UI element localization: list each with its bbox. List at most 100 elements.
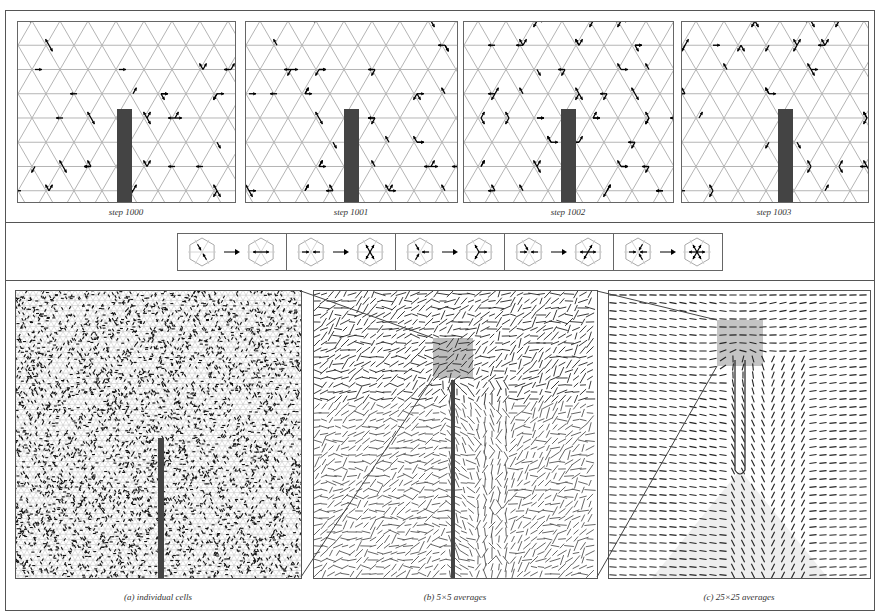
particle-mark [276,364,279,365]
particle-mark [179,366,181,369]
particle-mark [57,382,59,385]
arrow-head [562,249,567,255]
particle-mark [133,490,136,491]
particle-mark [121,562,124,563]
particle-arrow [537,166,541,172]
particle-mark [241,459,243,462]
particle-mark [52,426,55,427]
arrow-head [541,116,544,119]
lattice-line [625,22,673,202]
arrow-head [617,160,620,163]
particle-arrow [32,166,36,172]
particle-mark [88,487,90,490]
arrow-head [639,44,642,47]
particle-arrow [147,112,151,118]
arrow-head [608,185,611,188]
lattice-line [696,22,801,202]
arrow-head [452,165,455,168]
particle-mark [138,489,141,490]
particle-mark [77,532,79,535]
particle-mark [168,424,170,427]
arrow-head [253,250,256,253]
arrow-head [804,22,807,23]
lattice-line [682,22,724,202]
arrow-head [28,22,31,23]
particle-mark [92,306,94,309]
particle-mark [197,419,200,420]
arrow-head [488,92,491,95]
lattice-line [287,291,301,578]
particle-arrow [249,191,253,197]
lattice-line [581,240,595,264]
particle-arrow [621,166,628,167]
particle-mark [188,420,190,423]
particle-mark [286,525,288,528]
particle-arrow [628,142,635,143]
lattice-line [363,240,377,264]
arrow-head [519,39,522,42]
particle-mark [216,455,218,458]
arrow-head [371,245,374,248]
arrow-head [516,44,519,47]
particle-mark [266,403,268,406]
arrow-head [475,245,478,248]
lattice-line [18,22,32,202]
lattice-line [41,291,207,578]
particle-mark [22,570,25,571]
particle-mark [70,572,72,575]
particle-mark [114,493,116,496]
arrow-head [371,121,374,124]
particle-mark [139,486,142,487]
particle-mark [208,392,210,395]
particle-mark [49,528,51,531]
particle-mark [277,544,279,547]
particle-mark [120,400,122,403]
particle-mark [176,310,178,313]
particle-mark [99,503,101,506]
particle-mark [206,367,208,370]
particle-mark [89,512,91,515]
arrow-head [765,145,768,148]
lattice-line [363,240,377,264]
particle-mark [257,545,259,548]
arrow-head [645,63,648,66]
particle-mark [78,390,80,393]
particle-mark [114,549,116,552]
particle-arrow [326,190,333,191]
arrow-head [441,88,444,91]
particle-mark [133,476,135,479]
particle-mark [262,465,264,468]
figure-shape [682,22,868,202]
particle-mark [50,386,52,389]
particle-mark [72,296,75,297]
particle-mark [202,471,204,474]
particle-mark [247,534,250,535]
particle-arrow [442,88,446,94]
arrow-head [371,160,374,163]
particle-arrow [35,69,42,70]
arrow-head [287,72,290,75]
particle-mark [167,548,169,551]
particle-mark [94,369,96,372]
particle-mark [187,392,190,393]
arrow-head [134,185,137,188]
particle-mark [291,562,293,565]
particle-arrow [639,244,643,250]
particle-mark [33,360,35,363]
particle-arrow [368,117,375,118]
particle-arrow [481,160,485,166]
particle-arrow [203,63,207,69]
particle-arrow [699,112,703,118]
particle-mark [171,565,174,566]
particle-mark [164,513,166,516]
particle-mark [205,528,208,529]
particle-mark [56,543,59,544]
arrow-head [315,112,318,115]
particle-mark [120,540,122,543]
arrow-head [162,97,165,100]
arrow-head [815,68,818,71]
particle-mark [213,537,215,540]
particle-mark [258,564,260,567]
arrow-head [368,116,371,119]
arrow-head [519,88,522,91]
